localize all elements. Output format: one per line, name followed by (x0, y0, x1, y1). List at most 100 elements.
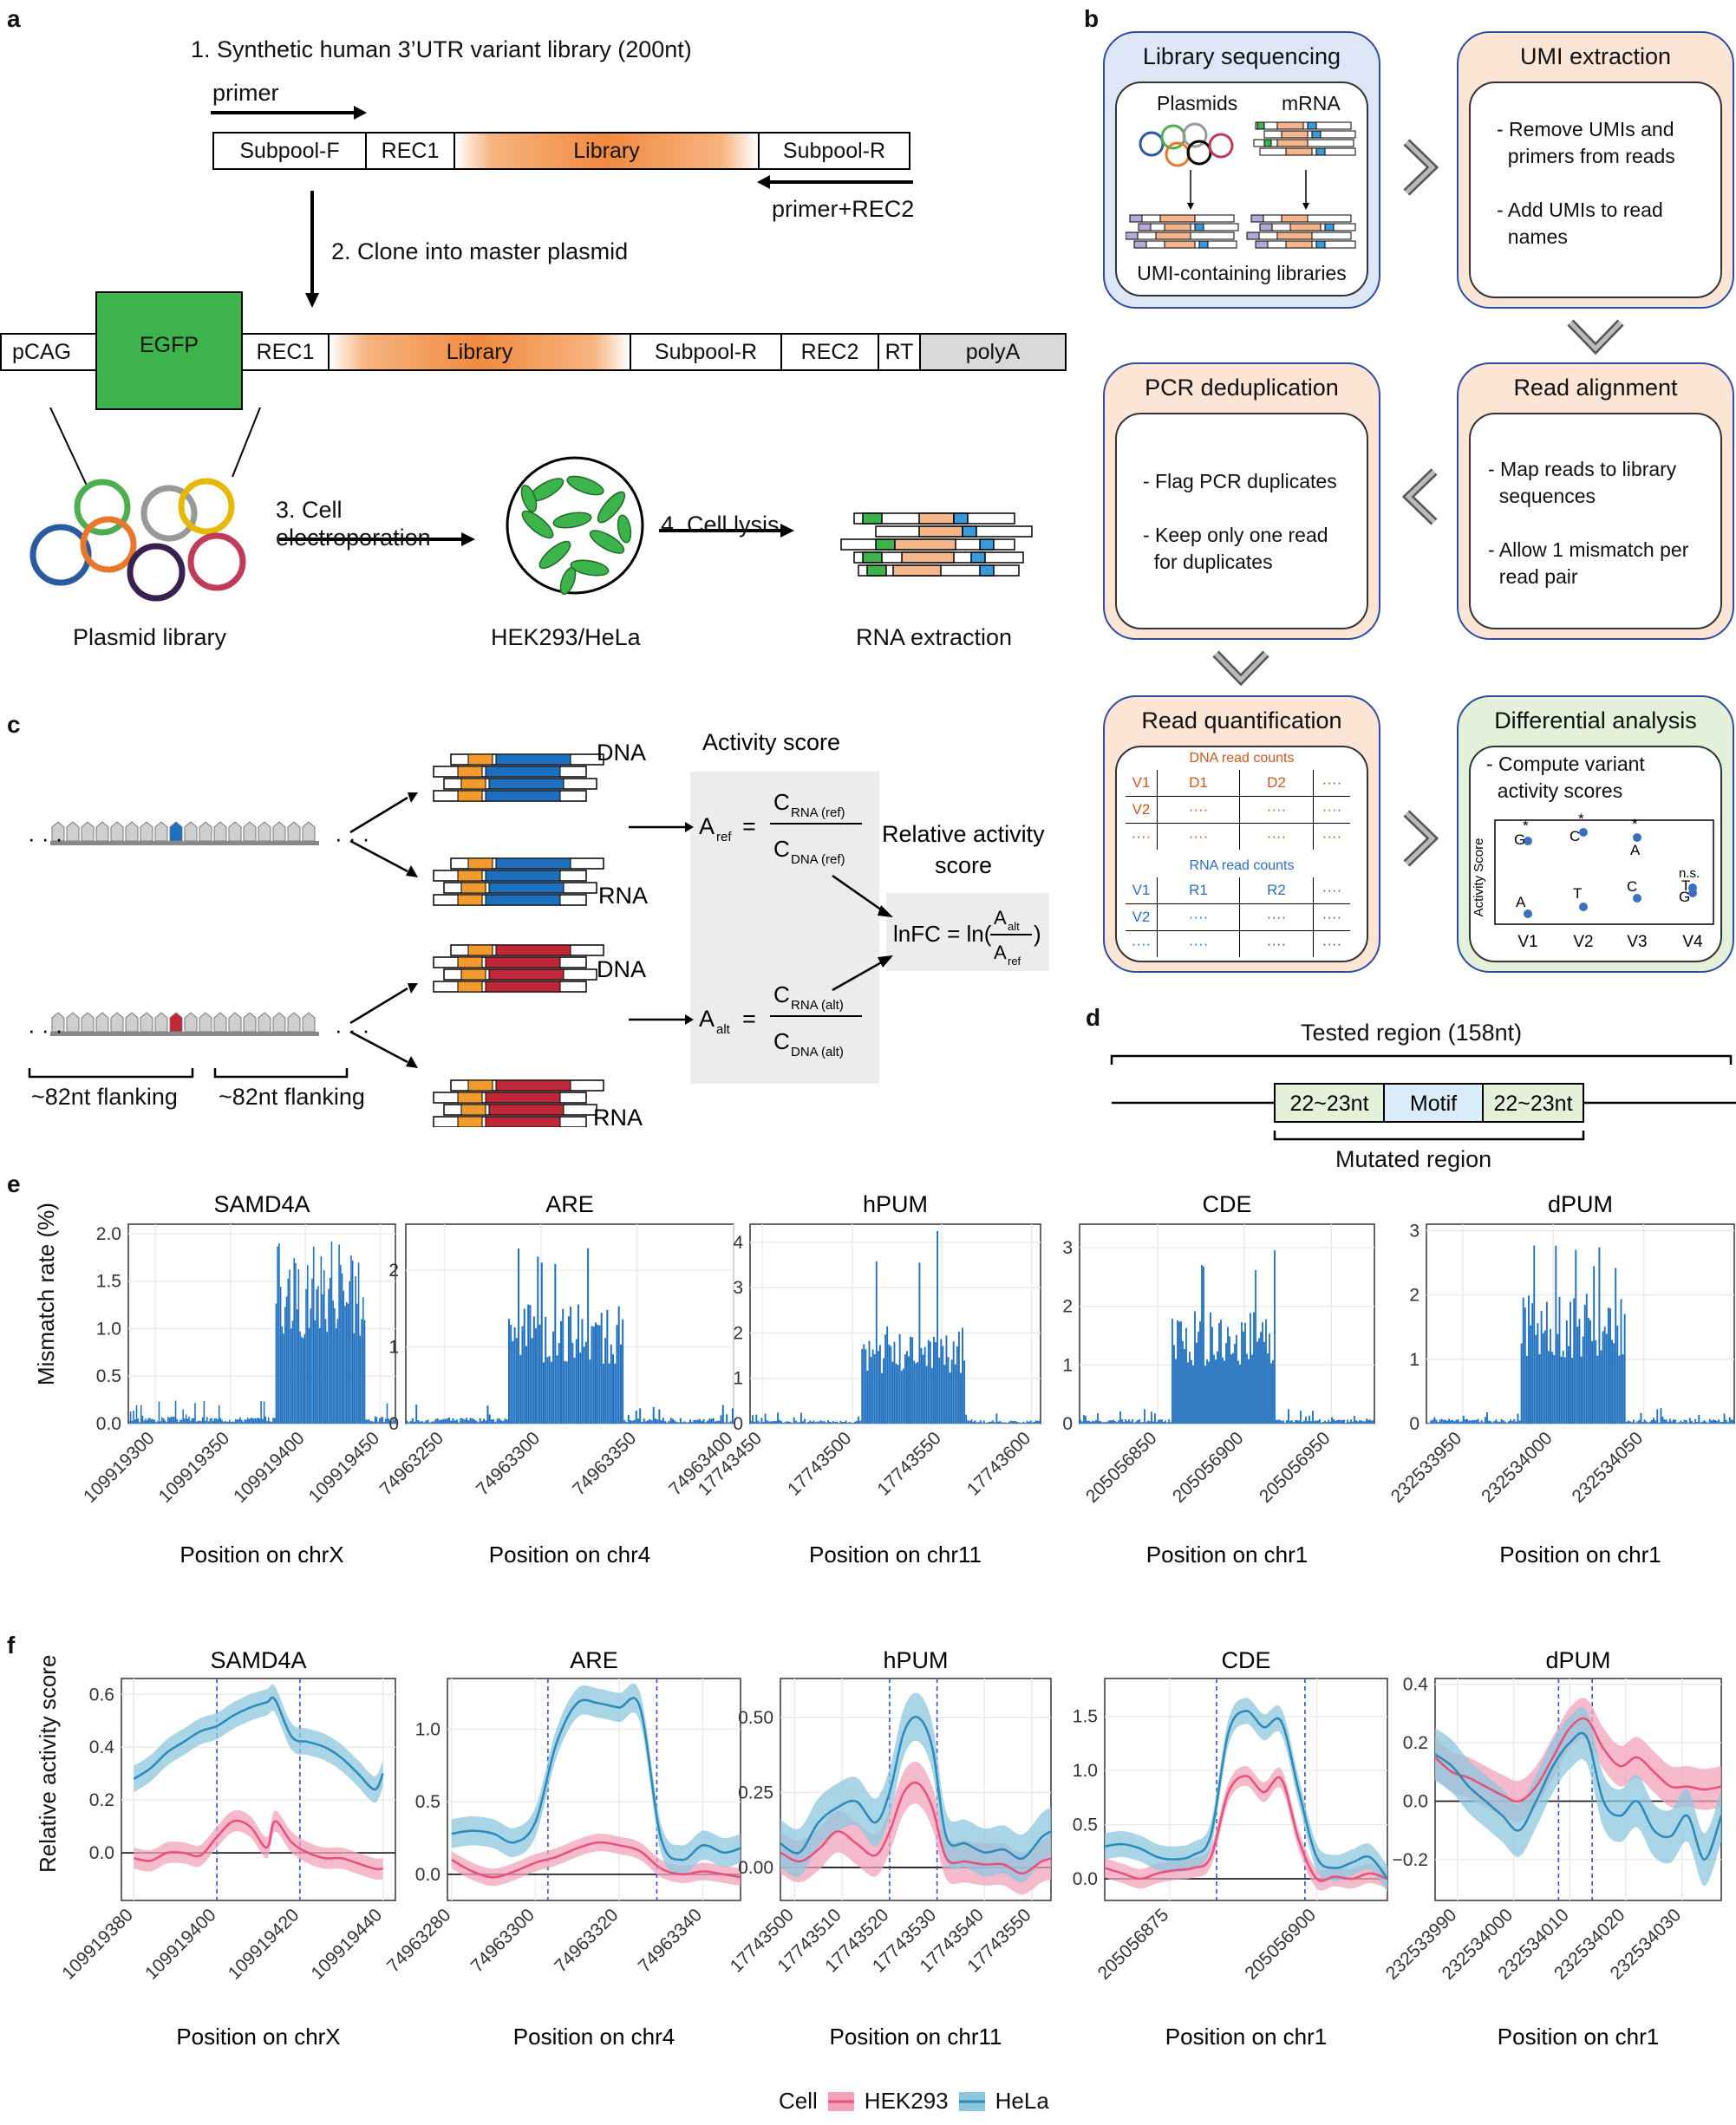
bar (258, 1418, 261, 1424)
bar (326, 1332, 329, 1424)
bar (1355, 1420, 1357, 1424)
bar (1596, 1355, 1599, 1424)
bar (1253, 1312, 1255, 1424)
bar (1488, 1420, 1490, 1424)
bar (550, 1361, 552, 1424)
bar (1520, 1343, 1523, 1424)
bar (172, 1416, 173, 1424)
nucleotide-glyph (184, 821, 198, 842)
table-cell: ···· (1157, 796, 1240, 824)
bar (353, 1333, 356, 1424)
bar (989, 1421, 990, 1424)
bar (598, 1325, 601, 1424)
bar (693, 1419, 695, 1424)
bar (595, 1322, 597, 1424)
bar (917, 1361, 919, 1424)
rna-extraction-label: RNA extraction (856, 624, 1013, 650)
bar (979, 1420, 982, 1424)
table-cell: ···· (1313, 796, 1350, 824)
bar (1324, 1420, 1326, 1424)
bar (1504, 1421, 1506, 1424)
bar (525, 1346, 527, 1424)
x-tick-label: 17743600 (963, 1428, 1034, 1499)
bar (922, 1354, 924, 1424)
bar (575, 1339, 578, 1424)
bar (641, 1422, 643, 1424)
bar (1603, 1326, 1606, 1424)
align-step-2b: read pair (1488, 565, 1578, 588)
bar (752, 1415, 754, 1424)
hek293-line (780, 1781, 1052, 1875)
bar (1665, 1419, 1667, 1424)
y-tick-label: 0.0 (415, 1865, 441, 1885)
bar (1478, 1422, 1481, 1424)
bar (296, 1309, 298, 1424)
bar (1723, 1413, 1726, 1424)
bar (1028, 1422, 1030, 1424)
bar (1154, 1413, 1156, 1424)
read-quantification-title: Read quantification (1141, 707, 1342, 733)
bar (823, 1421, 826, 1424)
bar (1500, 1418, 1503, 1424)
primer-arrow (211, 106, 367, 120)
y-tick-label: 2 (1062, 1297, 1073, 1317)
bar (1255, 1269, 1256, 1424)
bar (1660, 1408, 1662, 1424)
reverse-primer-arrow (757, 175, 913, 189)
bar (712, 1418, 715, 1424)
bar (335, 1327, 337, 1424)
plasmid-library-graphic (29, 407, 1033, 602)
bar (1236, 1334, 1237, 1424)
bar (1571, 1357, 1574, 1424)
bar (1031, 1422, 1034, 1424)
bar (312, 1246, 315, 1424)
bar (1085, 1416, 1087, 1424)
bar (1462, 1415, 1465, 1424)
bar (1121, 1418, 1123, 1424)
bar (1165, 1420, 1166, 1424)
bar (839, 1420, 842, 1424)
y-tick-label: 0 (1409, 1414, 1419, 1434)
bar (380, 1417, 382, 1424)
x-tick-label: 109919450 (305, 1428, 384, 1507)
bar (1605, 1333, 1608, 1424)
bar (251, 1418, 253, 1424)
bar (755, 1414, 758, 1424)
bar (205, 1420, 206, 1424)
bar (1620, 1299, 1622, 1424)
bar (334, 1307, 336, 1424)
bar (250, 1418, 251, 1424)
bar (311, 1278, 313, 1424)
bar (818, 1421, 820, 1424)
bar (1486, 1411, 1488, 1424)
bar (179, 1419, 181, 1424)
bar (868, 1340, 871, 1424)
bar (519, 1354, 522, 1424)
bar (1578, 1319, 1581, 1424)
bar (1583, 1304, 1586, 1424)
bar (1615, 1268, 1617, 1424)
bar (351, 1260, 354, 1424)
bar (1151, 1411, 1152, 1424)
bar (1680, 1420, 1682, 1424)
bar (379, 1418, 381, 1424)
bar (1530, 1325, 1532, 1424)
bar (619, 1344, 622, 1424)
bar (1147, 1420, 1149, 1424)
x-tick-label: 74963300 (467, 1905, 538, 1976)
bar (1647, 1422, 1649, 1424)
bar (1168, 1419, 1170, 1424)
table-cell: D2 (1239, 770, 1314, 797)
bar (631, 1420, 634, 1424)
bar (131, 1420, 134, 1424)
bar (227, 1421, 229, 1424)
bar (784, 1422, 786, 1424)
umi-libraries-label: UMI-containing libraries (1137, 262, 1347, 284)
bar (1132, 1419, 1133, 1424)
bar (1284, 1422, 1286, 1424)
bar (291, 1320, 294, 1424)
bar (506, 1419, 508, 1424)
bar (935, 1342, 937, 1424)
bar (1661, 1417, 1664, 1424)
